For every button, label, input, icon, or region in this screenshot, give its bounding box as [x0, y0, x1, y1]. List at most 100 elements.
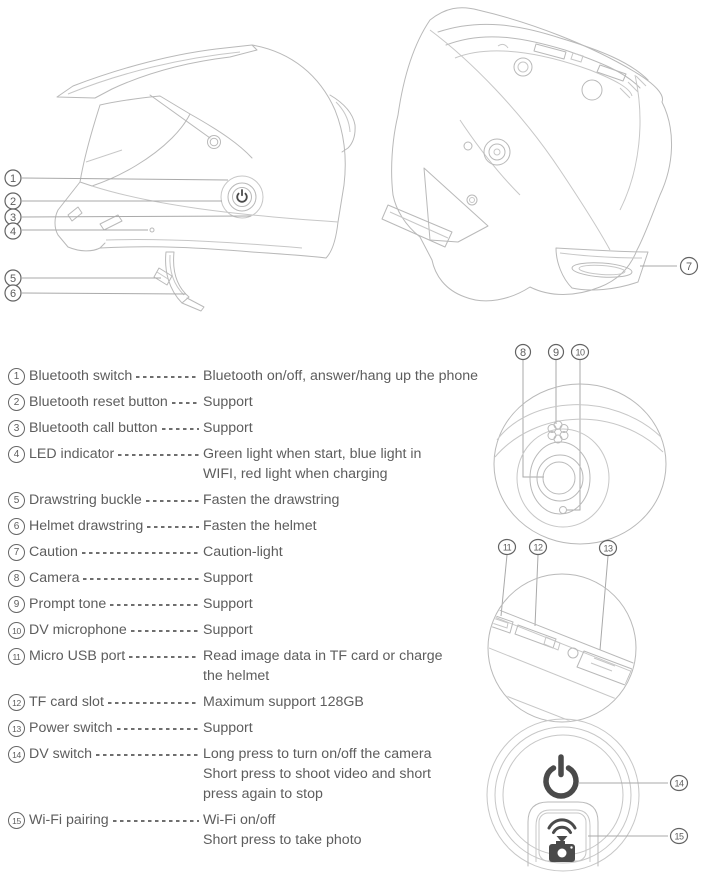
part-description: Support — [203, 622, 253, 638]
svg-text:2: 2 — [10, 196, 16, 208]
part-description: Fasten the helmet — [203, 518, 317, 534]
part-name: Bluetooth call button — [29, 420, 158, 436]
part-name: Caution — [29, 544, 78, 560]
svg-text:10: 10 — [575, 348, 585, 358]
dashed-leader — [82, 568, 200, 588]
dashed-leader — [81, 542, 200, 562]
part-name: DV switch — [29, 746, 93, 762]
tf-card-slot — [514, 624, 557, 649]
part-name: LED indicator — [29, 446, 115, 462]
callout-badge: 14 — [8, 746, 25, 763]
part-name: Helmet drawstring — [29, 518, 144, 534]
svg-text:12: 12 — [533, 543, 543, 553]
callout-badge: 3 — [8, 420, 25, 437]
svg-text:9: 9 — [553, 347, 559, 359]
dashed-leader — [161, 418, 200, 438]
callout-12: 12 — [528, 538, 548, 556]
part-description: Long press to turn on/off the camera Sho… — [203, 746, 432, 802]
callout-6: 6 — [4, 284, 22, 302]
svg-text:13: 13 — [603, 544, 613, 554]
part-description: Read image data in TF card or charge the… — [203, 648, 443, 684]
dashed-leader — [128, 646, 200, 666]
callout-15: 15 — [669, 827, 689, 845]
svg-text:15: 15 — [674, 832, 684, 842]
callout-badge: 8 — [8, 570, 25, 587]
camera-icon[interactable] — [549, 841, 575, 862]
part-description: Support — [203, 596, 253, 612]
svg-text:11: 11 — [503, 543, 512, 553]
svg-text:1: 1 — [10, 173, 16, 185]
part-description: Support — [203, 394, 253, 410]
power-icon[interactable] — [543, 754, 579, 799]
dashed-leader — [145, 490, 200, 510]
dashed-leader — [135, 366, 200, 386]
part-name: DV microphone — [29, 622, 127, 638]
dashed-leader — [171, 392, 200, 412]
svg-text:7: 7 — [686, 261, 692, 273]
svg-text:4: 4 — [10, 226, 16, 238]
svg-text:14: 14 — [674, 779, 684, 789]
part-name: TF card slot — [29, 694, 104, 710]
helmet-rear-figure: 7 — [381, 7, 699, 302]
part-name: Camera — [29, 570, 80, 586]
callout-badge: 7 — [8, 544, 25, 561]
callout-7: 7 — [679, 256, 699, 276]
dashed-leader — [109, 594, 200, 614]
dashed-leader — [130, 620, 200, 640]
callout-badge: 1 — [8, 368, 25, 385]
callout-badge: 2 — [8, 394, 25, 411]
svg-text:8: 8 — [520, 347, 526, 359]
part-description: Wi-Fi on/off Short press to take photo — [203, 812, 362, 848]
wifi-icon[interactable] — [547, 818, 577, 843]
dashed-leader — [117, 444, 200, 464]
buttons-detail-figure: 14 15 — [486, 718, 689, 872]
callout-2: 2 — [4, 192, 22, 210]
callout-badge: 13 — [8, 720, 25, 737]
callout-badge: 9 — [8, 596, 25, 613]
part-name: Bluetooth reset button — [29, 394, 168, 410]
part-description: Maximum support 128GB — [203, 694, 364, 710]
part-description: Caution-light — [203, 544, 283, 560]
callout-14: 14 — [669, 774, 689, 792]
microphone-hole — [559, 506, 567, 514]
dashed-leader — [116, 718, 200, 738]
ports-detail-figure: 11 12 13 — [487, 538, 637, 723]
callout-5: 5 — [4, 269, 22, 287]
part-description: Support — [203, 720, 253, 736]
part-description: Green light when start, blue light in WI… — [203, 446, 422, 482]
callout-9: 9 — [547, 343, 565, 361]
helmet-side-figure: 1 2 3 4 5 6 — [4, 44, 356, 312]
part-name: Wi-Fi pairing — [29, 812, 109, 828]
detail-figures: 8 9 10 — [486, 343, 689, 872]
part-name: Prompt tone — [29, 596, 107, 612]
callout-13: 13 — [598, 539, 618, 557]
callout-8: 8 — [514, 343, 532, 361]
part-description: Fasten the drawstring — [203, 492, 340, 508]
dashed-leader — [112, 810, 200, 830]
dashed-leader — [95, 744, 200, 764]
part-name: Bluetooth switch — [29, 368, 133, 384]
part-name: Power switch — [29, 720, 113, 736]
callout-11: 11 — [497, 538, 517, 556]
speaker-grille-icon — [547, 420, 569, 444]
callout-badge: 11 — [8, 648, 25, 665]
callout-badge: 5 — [8, 492, 25, 509]
svg-text:6: 6 — [10, 288, 16, 300]
micro-usb-port — [489, 613, 514, 634]
dashed-leader — [107, 692, 200, 712]
part-name: Drawstring buckle — [29, 492, 142, 508]
part-description: Support — [203, 420, 253, 436]
